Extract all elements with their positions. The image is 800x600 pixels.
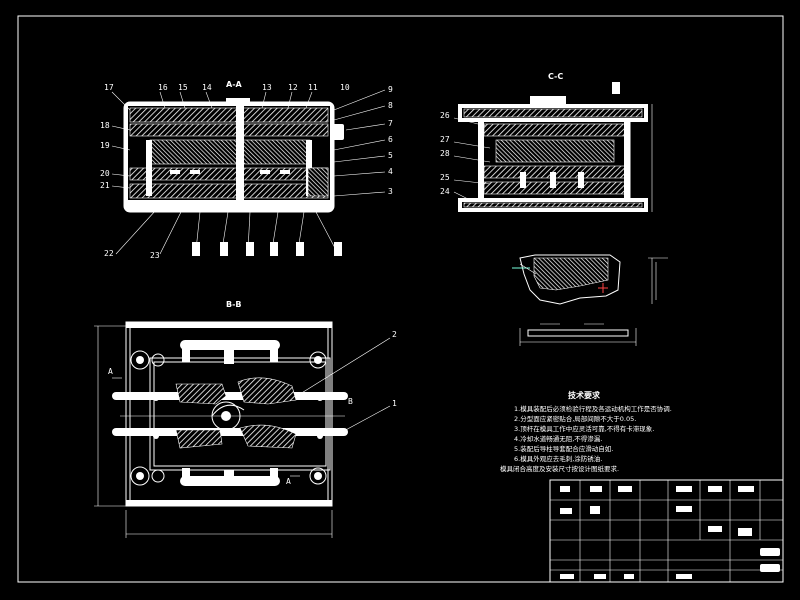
- tech-req-line-7: 模具闭合高度及安装尺寸按设计图纸要求.: [500, 464, 619, 473]
- tech-req-line-1: 1.模具装配后必须检验行程及各运动机构工作是否协调.: [514, 404, 672, 413]
- tech-req-title: 技术要求: [568, 390, 601, 400]
- tech-req-line-4: 4.冷却水道畅通无阻,不得渗漏.: [514, 434, 602, 443]
- callouts-view-c: 26 27 28 25 24: [440, 111, 491, 201]
- callout-21: 21: [100, 181, 110, 190]
- callout-2: 2: [392, 330, 397, 339]
- section-mark-b-left: B: [348, 397, 353, 406]
- section-mark-a-right: A: [286, 477, 291, 486]
- tech-req-line-3: 3.顶杆在模具工作中应灵活可靠,不得有卡滞现象.: [514, 424, 654, 433]
- callout-3: 3: [388, 187, 393, 196]
- callout-7: 7: [388, 119, 393, 128]
- technical-requirements: 技术要求 1.模具装配后必须检验行程及各运动机构工作是否协调. 2.分型面应紧密…: [500, 390, 672, 473]
- callout-17: 17: [104, 83, 114, 92]
- callout-23: 23: [150, 251, 160, 260]
- callout-11: 11: [308, 83, 318, 92]
- detail-profile: [512, 254, 668, 346]
- callout-4: 4: [388, 167, 393, 176]
- callout-12: 12: [288, 83, 298, 92]
- callout-14: 14: [202, 83, 212, 92]
- callouts-plan-view: 2 1: [299, 330, 397, 433]
- callout-19: 19: [100, 141, 110, 150]
- view-b-title: B-B: [226, 300, 242, 309]
- view-c-title: C-C: [548, 72, 563, 81]
- section-view-c: C-C: [458, 72, 653, 212]
- callout-5: 5: [388, 151, 393, 160]
- tech-req-line-6: 6.模具外观应去毛刺,涂防锈油.: [514, 454, 602, 463]
- callout-15: 15: [178, 83, 188, 92]
- section-mark-a-left: A: [108, 367, 113, 376]
- callout-20: 20: [100, 169, 110, 178]
- callout-10: 10: [340, 83, 350, 92]
- title-block: [549, 479, 784, 583]
- view-a-title: A-A: [226, 80, 243, 89]
- section-view-a: A-A: [123, 80, 344, 213]
- tech-req-line-5: 5.装配后导柱导套配合应滑动自如.: [514, 444, 613, 453]
- callouts-view-a: 17 16 15 14 13 12 11 10 9 8 7 6 5 4 3 18…: [100, 83, 393, 260]
- callout-24: 24: [440, 187, 450, 196]
- callout-9: 9: [388, 85, 393, 94]
- callout-26: 26: [440, 111, 450, 120]
- callout-13: 13: [262, 83, 272, 92]
- plan-view-b: B-B: [94, 300, 353, 538]
- callout-25: 25: [440, 173, 450, 182]
- drawing-border: [17, 15, 784, 583]
- callout-16: 16: [158, 83, 168, 92]
- callout-22: 22: [104, 249, 114, 258]
- callout-6: 6: [388, 135, 393, 144]
- callout-1: 1: [392, 399, 397, 408]
- tech-req-line-2: 2.分型面应紧密贴合,局部间隙不大于0.05.: [514, 414, 636, 423]
- callout-8: 8: [388, 101, 393, 110]
- callout-18: 18: [100, 121, 110, 130]
- callout-28: 28: [440, 149, 450, 158]
- callout-27: 27: [440, 135, 450, 144]
